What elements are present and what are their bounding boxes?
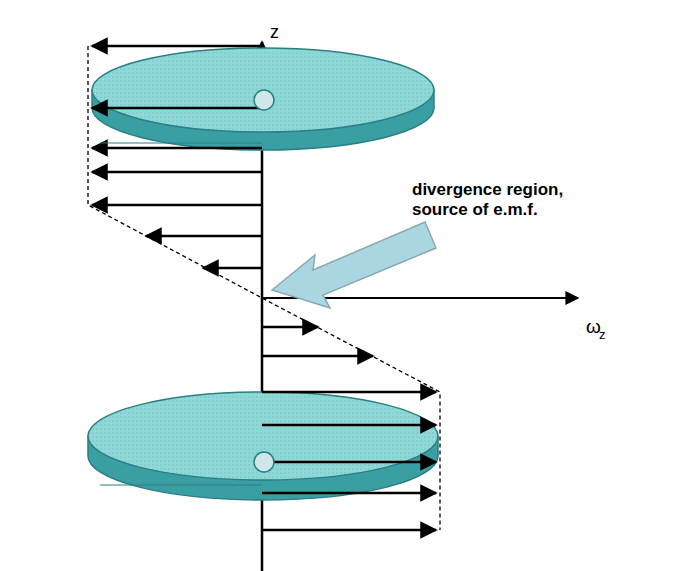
callout-arrow <box>272 222 436 308</box>
lower-disc <box>88 392 438 500</box>
axle-marker <box>254 452 274 472</box>
axis-subscript: z <box>599 328 606 343</box>
callout-text: divergence region, source of e.m.f. <box>412 180 592 219</box>
disc-marks <box>100 143 262 485</box>
axis-label: z <box>270 22 279 43</box>
velocity-envelope <box>88 46 440 530</box>
omega-arrows <box>92 46 436 530</box>
axle-marker <box>254 90 274 110</box>
axis-label: ω <box>586 316 601 338</box>
upper-disc <box>92 48 434 150</box>
